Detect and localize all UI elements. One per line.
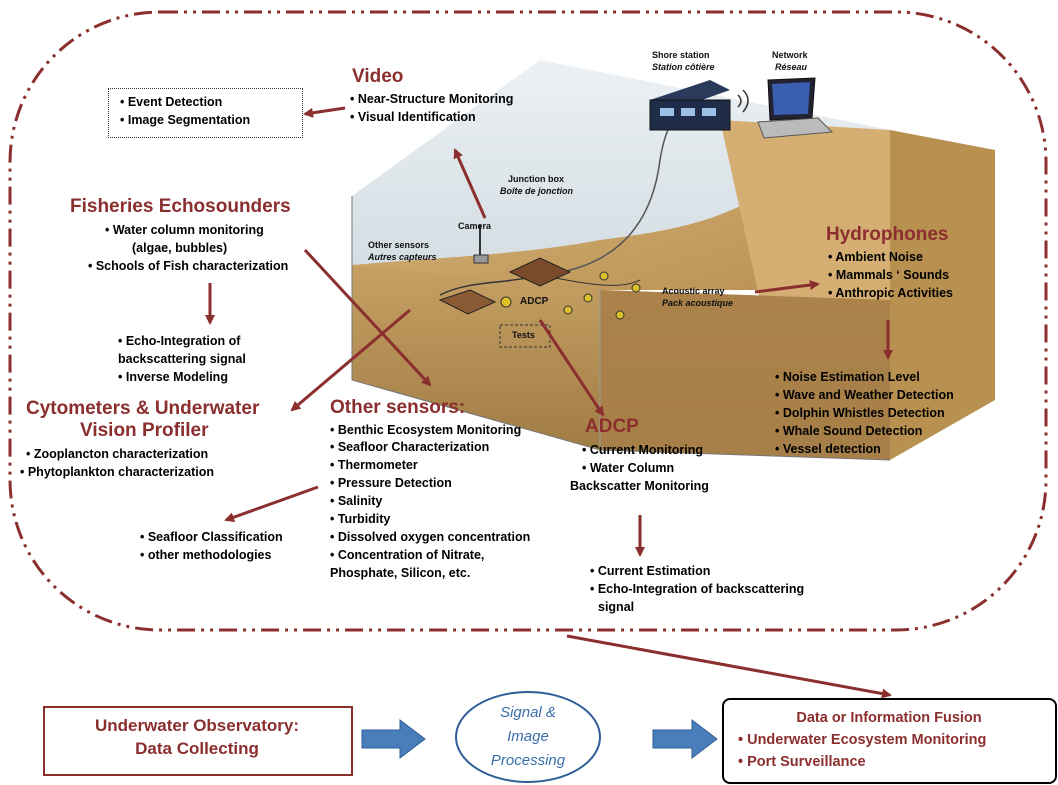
observatory-line-1: Underwater Observatory:: [94, 716, 300, 735]
cytometers-output-2: • other methodologies: [140, 548, 272, 562]
other-sensors-item-7: • Dissolved oxygen concentration: [330, 530, 531, 544]
hydrophones-item-3: • Anthropic Activities: [828, 286, 953, 300]
fusion-box: [722, 698, 1057, 784]
cytometers-title-1: Cytometers & Underwater: [26, 398, 260, 419]
seabed-illustration: [351, 60, 995, 461]
fisheries-title: Fisheries Echosounders: [70, 196, 291, 217]
processing-line-2: Image: [507, 728, 549, 745]
adcp-item-1: • Current Monitoring: [582, 443, 704, 457]
fisheries-item-1: • Water column monitoring: [105, 223, 264, 237]
fisheries-item-2: (algae, bubbles): [132, 241, 228, 255]
adcp-title: ADCP: [585, 416, 639, 437]
pipeline-arrows: [361, 718, 718, 760]
other-sensors-item-2: • Seafloor Characterization: [330, 440, 490, 454]
processing-line-3: Processing: [490, 752, 566, 769]
cytometers-output-1: • Seafloor Classification: [140, 530, 283, 544]
fisheries-output-1: • Echo-Integration of: [118, 334, 241, 348]
shore-station-label-fr: Station côtière: [652, 62, 715, 72]
video-output-2: • Image Segmentation: [120, 113, 251, 127]
network-label: Network: [772, 50, 808, 60]
other-sensors-item-9: Phosphate, Silicon, etc.: [330, 566, 471, 580]
tests-scene-label: Tests: [512, 330, 535, 340]
hydrophones-output-2: • Wave and Weather Detection: [775, 388, 954, 402]
hydrophones-item-1: • Ambient Noise: [828, 250, 923, 264]
adcp-output-2: • Echo-Integration of backscattering: [590, 582, 805, 596]
adcp-output-1: • Current Estimation: [590, 564, 711, 578]
fisheries-output-3: • Inverse Modeling: [118, 370, 228, 384]
processing-line-1: Signal &: [500, 704, 556, 721]
junction-box-label: Junction box: [508, 174, 564, 184]
observatory-box: [43, 706, 353, 776]
camera-label: Camera: [458, 221, 492, 231]
other-sensors-item-3: • Thermometer: [330, 458, 418, 472]
observatory-line-2: Data Collecting: [135, 739, 259, 758]
fusion-item-1: • Underwater Ecosystem Monitoring: [738, 732, 987, 748]
adcp-scene-label: ADCP: [520, 296, 549, 307]
connector-arrows: [205, 106, 893, 699]
adcp-item-3: Backscatter Monitoring: [570, 479, 709, 493]
fusion-item-2: • Port Surveillance: [738, 754, 866, 770]
other-sensors-scene-label-fr: Autres capteurs: [368, 252, 437, 262]
hydrophones-item-2: • Mammals ‘ Sounds: [828, 268, 950, 282]
fisheries-item-3: • Schools of Fish characterization: [88, 259, 289, 273]
fisheries-output-2: backscattering signal: [118, 352, 246, 366]
fusion-title: Data or Information Fusion: [796, 710, 982, 726]
other-sensors-scene-label: Other sensors: [368, 240, 430, 250]
hydrophones-output-4: • Whale Sound Detection: [775, 424, 923, 438]
shore-station-label: Shore station: [652, 50, 710, 60]
video-output-1: • Event Detection: [120, 95, 223, 109]
other-sensors-title: Other sensors:: [330, 397, 466, 418]
observatory-boundary: [8, 10, 1048, 632]
cytometers-title-2: Vision Profiler: [80, 420, 209, 441]
other-sensors-item-8: • Concentration of Nitrate,: [330, 548, 485, 562]
other-sensors-item-4: • Pressure Detection: [330, 476, 452, 490]
acoustic-array-label: Acoustic array: [662, 286, 725, 296]
video-item-1: • Near-Structure Monitoring: [350, 92, 514, 106]
other-sensors-item-5: • Salinity: [330, 494, 383, 508]
adcp-item-2: • Water Column: [582, 461, 675, 475]
other-sensors-item-6: • Turbidity: [330, 512, 391, 526]
hydrophones-output-1: • Noise Estimation Level: [775, 370, 920, 384]
acoustic-array-label-fr: Pack acoustique: [662, 298, 734, 308]
hydrophones-title: Hydrophones: [826, 224, 949, 245]
video-item-2: • Visual Identification: [350, 110, 476, 124]
adcp-output-3: signal: [598, 600, 635, 614]
hydrophones-output-5: • Vessel detection: [775, 442, 881, 456]
video-output-box: [108, 88, 303, 138]
video-title: Video: [352, 66, 404, 87]
network-label-fr: Réseau: [775, 62, 808, 72]
cytometers-item-1: • Zooplancton characterization: [26, 447, 209, 461]
processing-ellipse: [455, 691, 601, 783]
hydrophones-output-3: • Dolphin Whistles Detection: [775, 406, 945, 420]
other-sensors-item-1: • Benthic Ecosystem Monitoring: [330, 423, 522, 437]
cytometers-item-2: • Phytoplankton characterization: [20, 465, 214, 479]
junction-box-label-fr: Boîte de jonction: [500, 186, 573, 196]
